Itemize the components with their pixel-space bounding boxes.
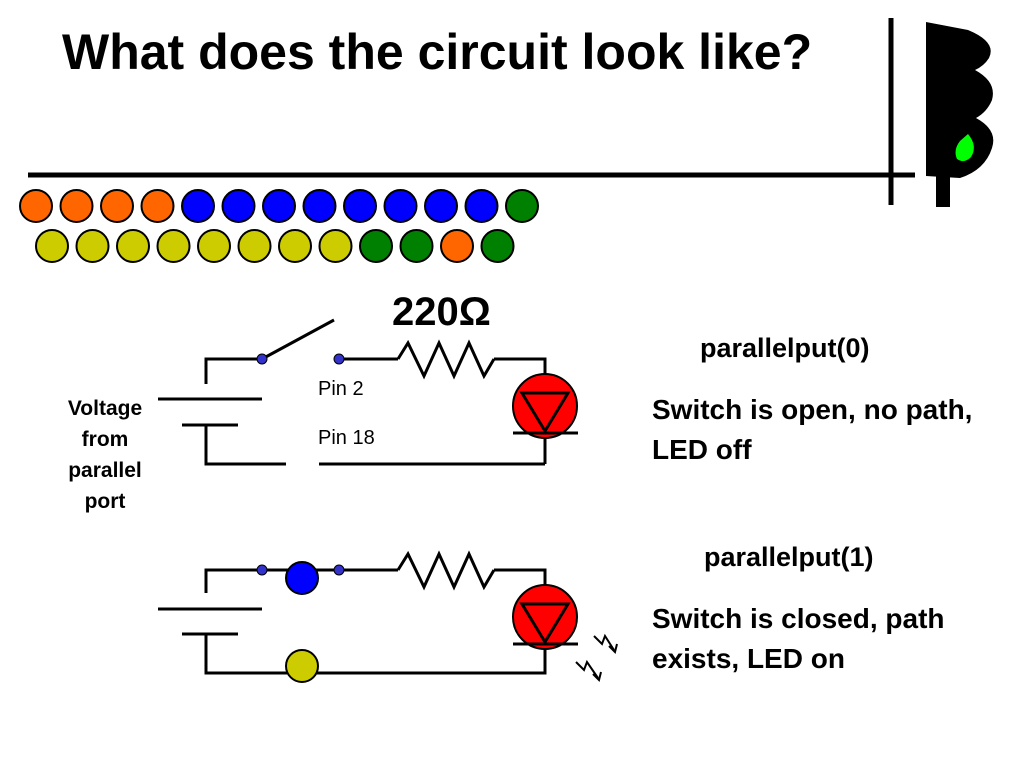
- led-icon: [512, 373, 578, 439]
- yellow-bead: [116, 229, 150, 263]
- orange-bead: [140, 189, 175, 223]
- orange-bead: [19, 189, 53, 223]
- blue-bead: [383, 189, 418, 223]
- command-label-off: parallelput(0): [700, 333, 870, 363]
- bead-rows: [19, 189, 539, 263]
- description-off: Switch is open, no path, LED off: [652, 394, 973, 465]
- switch-contact: [256, 353, 268, 365]
- top-circuit: [158, 318, 547, 466]
- yellow-bead: [156, 229, 191, 263]
- switch-contact: [333, 353, 345, 365]
- yellow-bead: [285, 649, 319, 683]
- pin18-label: Pin 18: [318, 427, 375, 449]
- switch-icon: [261, 318, 335, 361]
- green-bead: [480, 229, 515, 263]
- slide-title: What does the circuit look like?: [62, 24, 813, 80]
- resistor-icon: [396, 339, 496, 380]
- blue-bead: [424, 189, 458, 223]
- blue-bead: [221, 189, 256, 223]
- blue-bead: [285, 561, 319, 595]
- yellow-bead: [197, 229, 231, 263]
- yellow-bead: [278, 229, 312, 263]
- switch-contact: [333, 564, 345, 576]
- bottom-circuit: [158, 550, 547, 675]
- command-label-on: parallelput(1): [704, 542, 874, 572]
- switch-contact: [256, 564, 268, 576]
- yellow-bead: [318, 229, 353, 263]
- green-bead: [505, 189, 539, 223]
- orange-bead: [59, 189, 94, 223]
- led-icon: [512, 584, 578, 650]
- blue-bead: [464, 189, 499, 223]
- resistor-icon: [396, 550, 496, 591]
- traffic-light-icon: [926, 22, 994, 207]
- green-signal-light: [955, 134, 974, 162]
- description-on: Switch is closed, path exists, LED on: [652, 603, 945, 674]
- yellow-bead: [237, 229, 272, 263]
- orange-bead: [100, 189, 134, 223]
- orange-bead: [440, 229, 474, 263]
- light-emission-icon: [575, 633, 618, 682]
- green-bead: [399, 229, 434, 263]
- blue-bead: [343, 189, 377, 223]
- green-bead: [359, 229, 393, 263]
- blue-bead: [181, 189, 215, 223]
- blue-bead: [262, 189, 296, 223]
- blue-bead: [302, 189, 337, 223]
- voltage-source-label: Voltage from parallel port: [67, 397, 143, 513]
- pin2-label: Pin 2: [318, 378, 364, 400]
- yellow-bead: [35, 229, 69, 263]
- yellow-bead: [75, 229, 110, 263]
- resistor-value-label: 220Ω: [392, 290, 491, 334]
